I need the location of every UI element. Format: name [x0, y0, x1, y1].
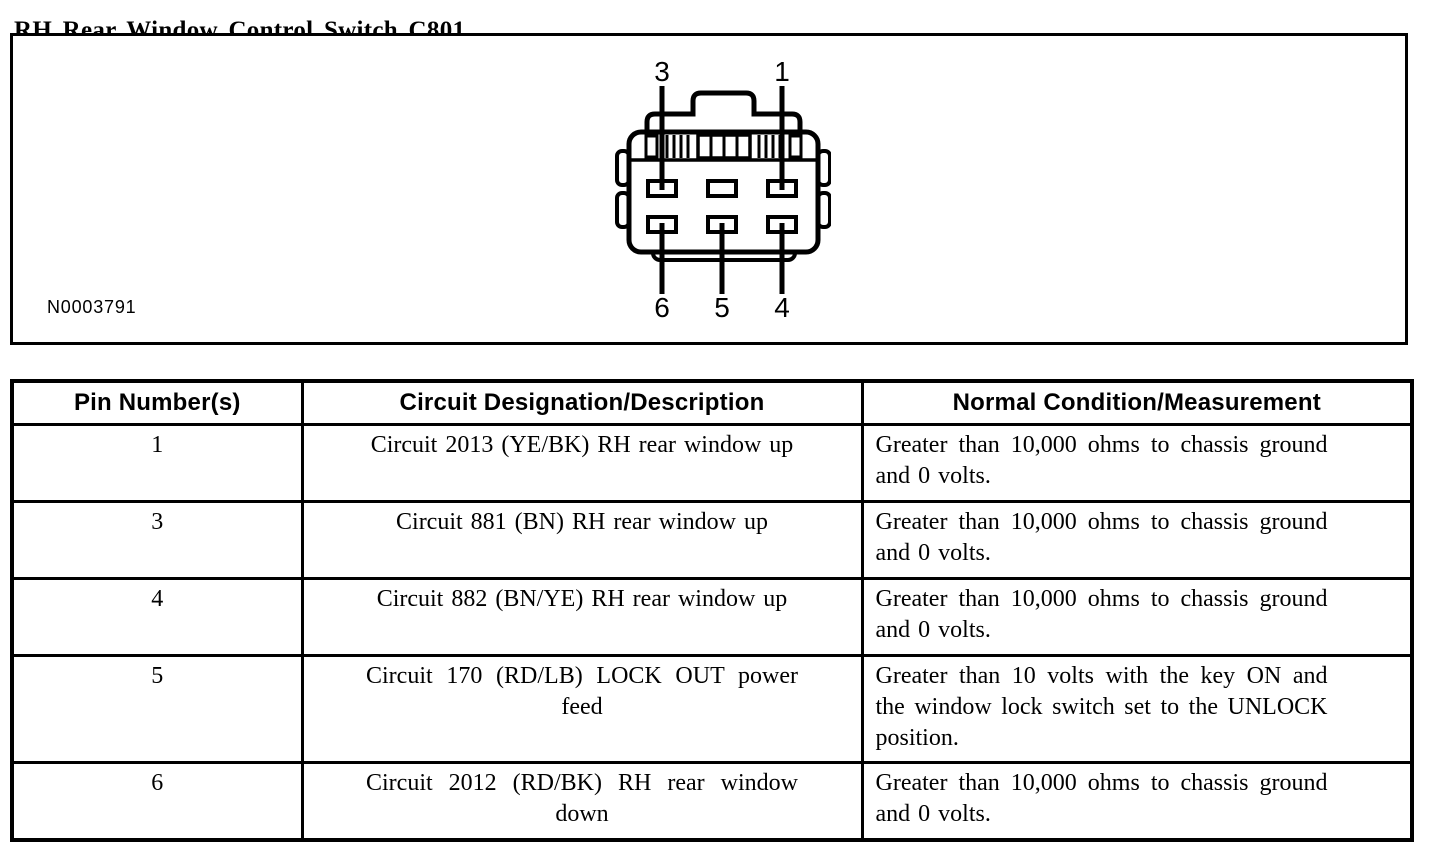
circuit-cell: Circuit 2012 (RD/BK) RH rear window down	[300, 761, 864, 842]
condition-text: Greater than 10,000 ohms to chassis grou…	[875, 770, 1328, 827]
circuit-text: Circuit 881 (BN) RH rear window up	[396, 509, 768, 535]
circuit-text: Circuit 2013 (YE/BK) RH rear window up	[370, 432, 794, 458]
connector-diagram: 3 1 6 5 4	[615, 56, 831, 318]
pin-cell: 6	[10, 761, 304, 842]
pin-cell: 4	[10, 577, 304, 657]
condition-text: Greater than 10,000 ohms to chassis grou…	[875, 432, 1328, 489]
keyway-slot-icon	[788, 134, 803, 159]
circuit-text: Circuit 2012 (RD/BK) RH rear window down	[366, 770, 798, 827]
condition-text: Greater than 10,000 ohms to chassis grou…	[875, 586, 1328, 643]
pin-number-label-6: 6	[654, 292, 670, 318]
condition-cell: Greater than 10,000 ohms to chassis grou…	[860, 577, 1414, 657]
condition-text: Greater than 10 volts with the key ON an…	[875, 663, 1328, 751]
condition-cell: Greater than 10,000 ohms to chassis grou…	[860, 761, 1414, 842]
header-normal-condition: Normal Condition/Measurement	[860, 379, 1414, 426]
circuit-cell: Circuit 882 (BN/YE) RH rear window up	[300, 577, 864, 657]
table-row: 3 Circuit 881 (BN) RH rear window up Gre…	[10, 500, 1414, 580]
circuit-text: Circuit 882 (BN/YE) RH rear window up	[376, 586, 788, 612]
figure-id-label: N0003791	[47, 297, 137, 317]
table-row: 6 Circuit 2012 (RD/BK) RH rear window do…	[10, 761, 1414, 842]
connector-shoulder	[644, 90, 803, 134]
circuit-text: Circuit 170 (RD/LB) LOCK OUT power feed	[366, 663, 798, 720]
circuit-cell: Circuit 2013 (YE/BK) RH rear window up	[300, 423, 864, 503]
table-row: 5 Circuit 170 (RD/LB) LOCK OUT power fee…	[10, 654, 1414, 764]
condition-cell: Greater than 10,000 ohms to chassis grou…	[860, 500, 1414, 580]
pin-cavity-2	[706, 179, 738, 198]
pin-number-label-3: 3	[654, 56, 670, 87]
pin-number-label-1: 1	[774, 56, 790, 87]
pin-cell: 1	[10, 423, 304, 503]
condition-cell: Greater than 10 volts with the key ON an…	[860, 654, 1414, 764]
condition-text: Greater than 10,000 ohms to chassis grou…	[875, 509, 1328, 566]
header-circuit-designation: Circuit Designation/Description	[300, 379, 864, 426]
pin-cell: 3	[10, 500, 304, 580]
table-row: 4 Circuit 882 (BN/YE) RH rear window up …	[10, 577, 1414, 657]
pin-number-label-4: 4	[774, 292, 790, 318]
table-header-row: Pin Number(s) Circuit Designation/Descri…	[10, 379, 1414, 426]
condition-cell: Greater than 10,000 ohms to chassis grou…	[860, 423, 1414, 503]
table-row: 1 Circuit 2013 (YE/BK) RH rear window up…	[10, 423, 1414, 503]
keyway-slot-icon	[644, 134, 659, 159]
circuit-cell: Circuit 170 (RD/LB) LOCK OUT power feed	[300, 654, 864, 764]
pin-cell: 5	[10, 654, 304, 764]
circuit-cell: Circuit 881 (BN) RH rear window up	[300, 500, 864, 580]
connector-figure-frame: 3 1 6 5 4 N0003791	[10, 33, 1408, 345]
pin-number-label-5: 5	[714, 292, 730, 318]
pinout-table: Pin Number(s) Circuit Designation/Descri…	[10, 379, 1414, 842]
header-pin-numbers: Pin Number(s)	[10, 379, 304, 426]
